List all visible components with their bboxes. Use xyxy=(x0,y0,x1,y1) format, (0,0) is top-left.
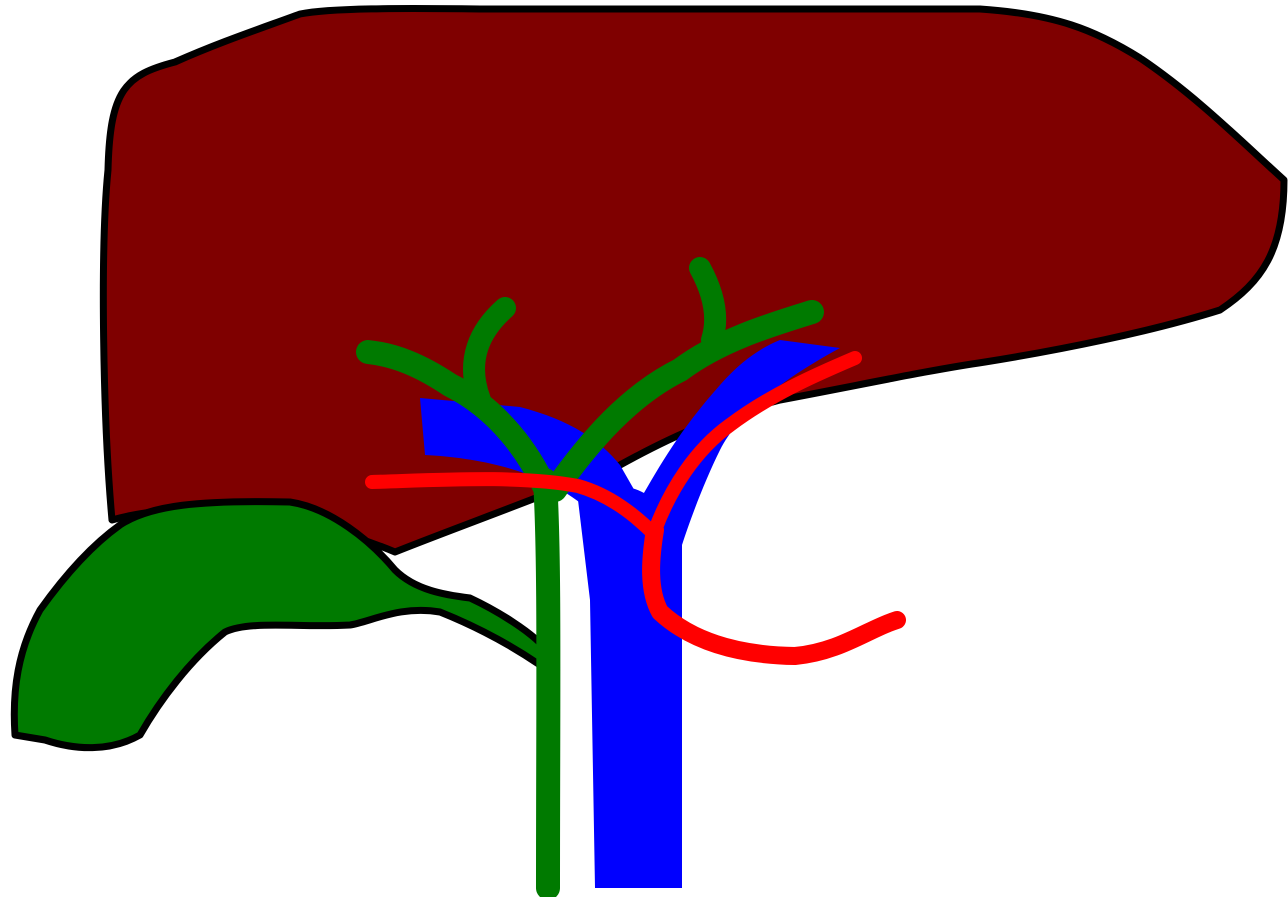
common-bile-duct xyxy=(545,480,548,888)
common-hepatic-artery xyxy=(651,530,897,656)
gallbladder xyxy=(14,502,542,748)
portal-vein-trunk xyxy=(578,486,682,888)
